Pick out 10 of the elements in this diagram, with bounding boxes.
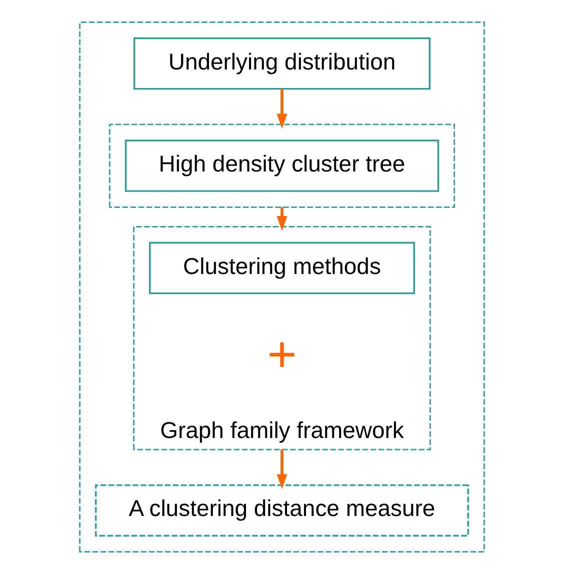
cluster bbox=[79, 21, 485, 553]
arrow bbox=[276, 207, 288, 232]
cluster bbox=[108, 124, 456, 208]
node-box: Clustering methods bbox=[149, 242, 415, 294]
node-box: High density cluster tree bbox=[124, 140, 440, 192]
node-box: A clustering distance measure bbox=[95, 484, 469, 537]
arrow bbox=[276, 450, 288, 490]
node-box: Underlying distribution bbox=[134, 37, 430, 90]
arrow bbox=[276, 88, 288, 129]
label: + bbox=[267, 326, 297, 383]
